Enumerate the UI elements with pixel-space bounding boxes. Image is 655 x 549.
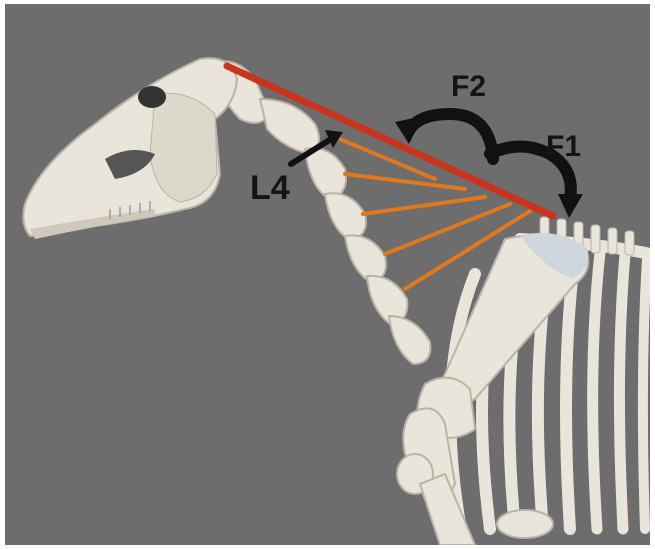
diagram-frame: F2 F1 L4 <box>5 4 650 545</box>
rib <box>593 252 600 529</box>
vertebra-c3 <box>305 148 346 199</box>
horse-skeleton-diagram <box>5 4 650 545</box>
l4-label: L4 <box>250 171 290 205</box>
rib <box>643 259 647 529</box>
sternum <box>497 510 553 538</box>
vertebra-c5 <box>345 235 386 282</box>
eye-socket <box>138 86 166 108</box>
rib <box>619 254 625 529</box>
skull <box>23 58 237 239</box>
f2-label: F2 <box>451 72 486 102</box>
f1-label: F1 <box>546 132 581 162</box>
vertebra-c7 <box>389 316 430 364</box>
vertebra-c4 <box>325 193 366 240</box>
humerus <box>397 378 475 545</box>
